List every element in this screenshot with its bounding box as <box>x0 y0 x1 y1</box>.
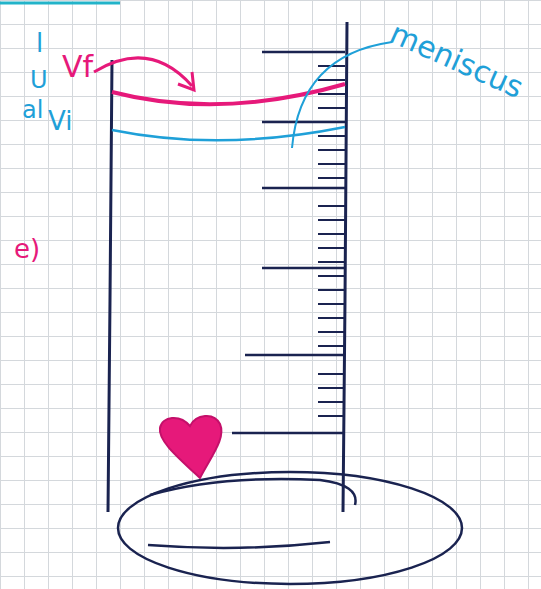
heart-doodle <box>160 416 222 478</box>
cylinder-base <box>118 472 462 584</box>
cut-text: U <box>30 68 48 92</box>
base-inner <box>148 542 330 548</box>
meniscus-label: meniscus <box>386 18 528 103</box>
short-ticks <box>318 66 345 416</box>
leader-line <box>292 42 392 148</box>
underline-stroke <box>0 2 120 5</box>
cut-text: l <box>36 30 43 56</box>
base-inner <box>150 479 356 505</box>
cylinder-wall <box>108 60 112 512</box>
final-meniscus <box>112 84 345 104</box>
long-ticks <box>232 52 345 433</box>
initial-meniscus <box>112 127 345 140</box>
arrow-head <box>178 72 194 90</box>
cut-text: al <box>22 98 43 122</box>
initial-volume-label: Vi <box>48 108 72 134</box>
cut-text: e) <box>14 236 40 262</box>
final-volume-label: Vf <box>62 52 93 82</box>
arrow-line <box>94 58 192 86</box>
